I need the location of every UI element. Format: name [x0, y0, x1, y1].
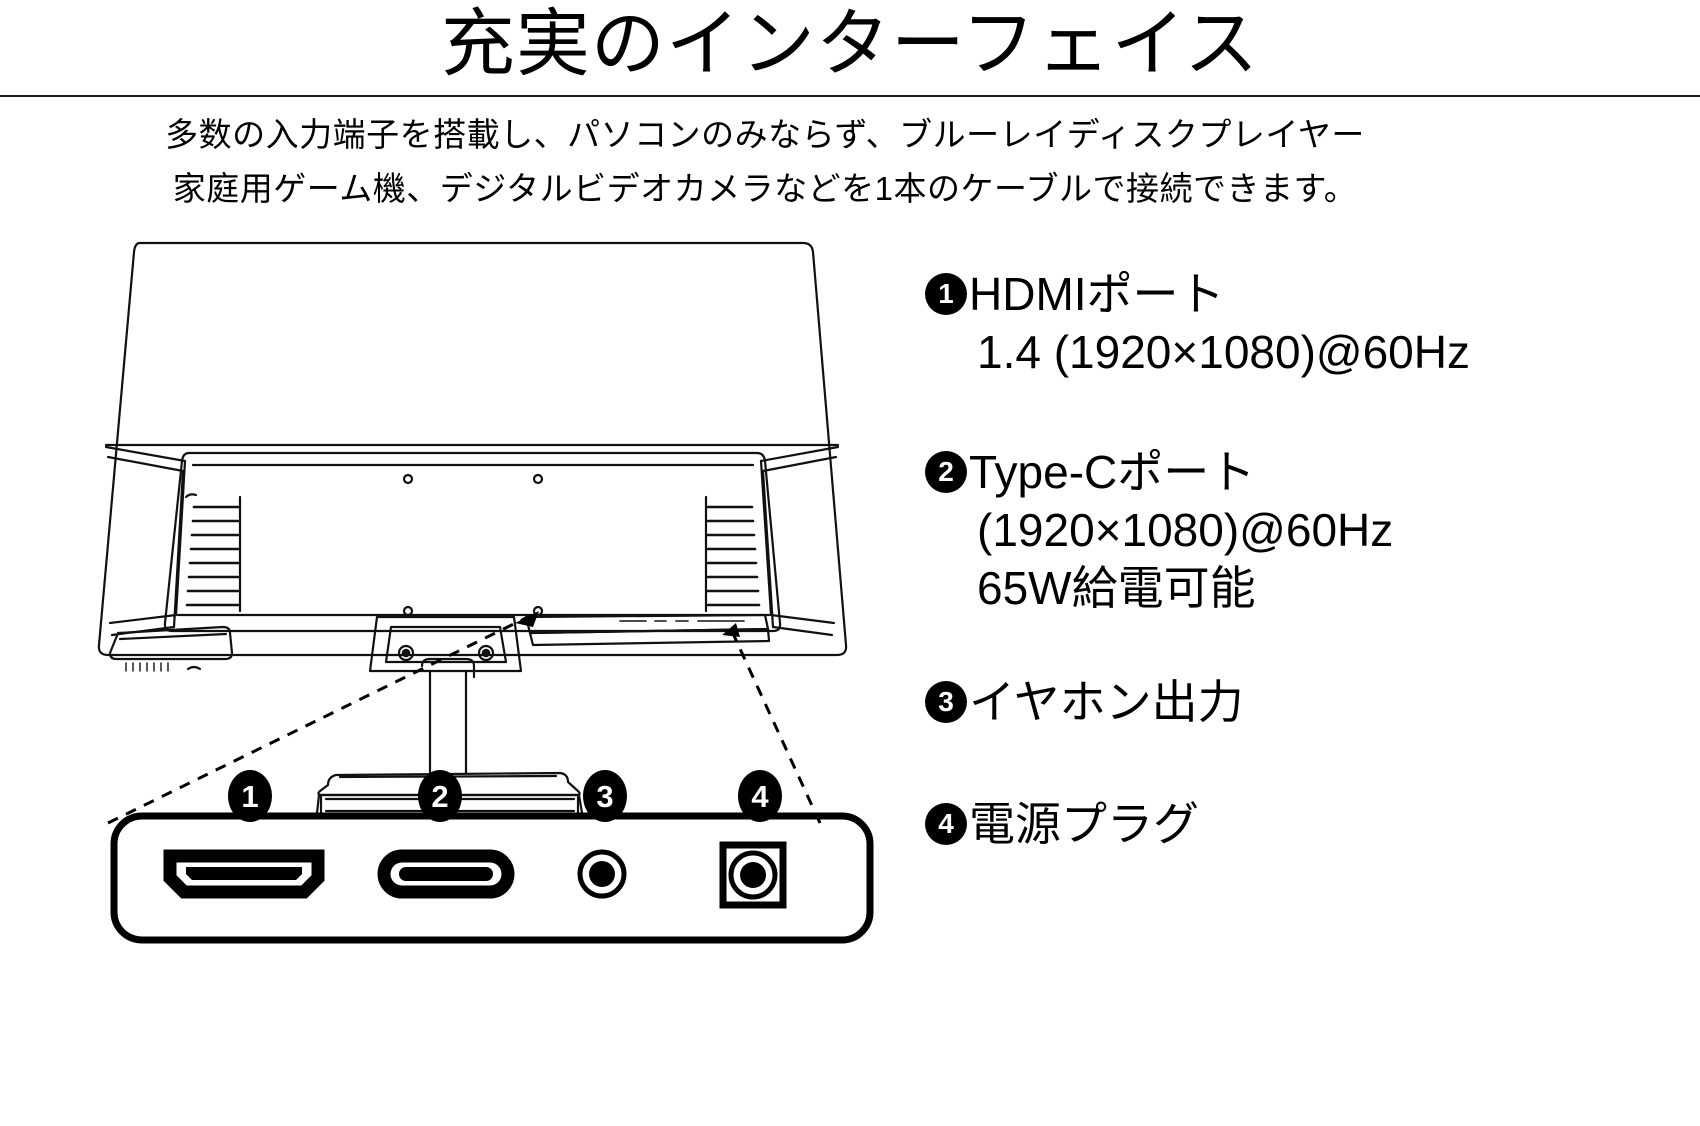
legend-item-1-title: HDMIポート: [969, 268, 1225, 320]
type-c-port-shape: [377, 849, 515, 899]
hdmi-port-shape: [163, 849, 325, 899]
legend-item-4-head: 4 電源プラグ: [925, 795, 1625, 853]
legend-item-4: 4 電源プラグ: [925, 795, 1625, 853]
legend-badge-4-icon: 4: [925, 803, 967, 845]
power-jack-shape: [719, 841, 787, 909]
legend-item-3: 3 イヤホン出力: [925, 673, 1625, 731]
legend-item-1: 1 HDMIポート 1.4 (1920×1080)@60Hz: [925, 265, 1625, 381]
io-port-panel: [108, 810, 888, 950]
legend-list: 1 HDMIポート 1.4 (1920×1080)@60Hz 2 Type-Cポ…: [925, 265, 1625, 853]
legend-item-2-head: 2 Type-Cポート: [925, 443, 1625, 501]
legend-badge-1-icon: 1: [925, 273, 967, 315]
subtitle-block: 多数の入力端子を搭載し、パソコンのみならず、ブルーレイディスクプレイヤー 家庭用…: [0, 108, 1530, 216]
panel-outline: [110, 812, 874, 944]
page-title: 充実のインターフェイス: [440, 2, 1260, 85]
legend-item-3-head: 3 イヤホン出力: [925, 673, 1625, 731]
subtitle-line-2: 家庭用ゲーム機、デジタルビデオカメラなどを1本のケーブルで接続できます。: [172, 170, 1358, 207]
legend-badge-2-icon: 2: [925, 451, 967, 493]
legend-item-1-head: 1 HDMIポート: [925, 265, 1625, 323]
leader-lines: [107, 615, 822, 825]
earphone-jack-shape: [577, 849, 627, 899]
leader-arrowheads: [515, 611, 740, 637]
legend-item-2-detail-2: 65W給電可能: [977, 562, 1256, 614]
legend-item-2: 2 Type-Cポート (1920×1080)@60Hz 65W給電可能: [925, 443, 1625, 617]
legend-badge-3-icon: 3: [925, 681, 967, 723]
legend-item-4-title: 電源プラグ: [969, 798, 1199, 850]
legend-item-2-title: Type-Cポート: [969, 446, 1256, 498]
legend-item-2-detail: (1920×1080)@60Hz: [977, 504, 1394, 556]
title-divider: [0, 95, 1700, 97]
legend-item-3-title: イヤホン出力: [969, 676, 1244, 728]
legend-item-1-detail: 1.4 (1920×1080)@60Hz: [977, 326, 1470, 378]
subtitle-line-1: 多数の入力端子を搭載し、パソコンのみならず、ブルーレイディスクプレイヤー: [165, 116, 1365, 153]
